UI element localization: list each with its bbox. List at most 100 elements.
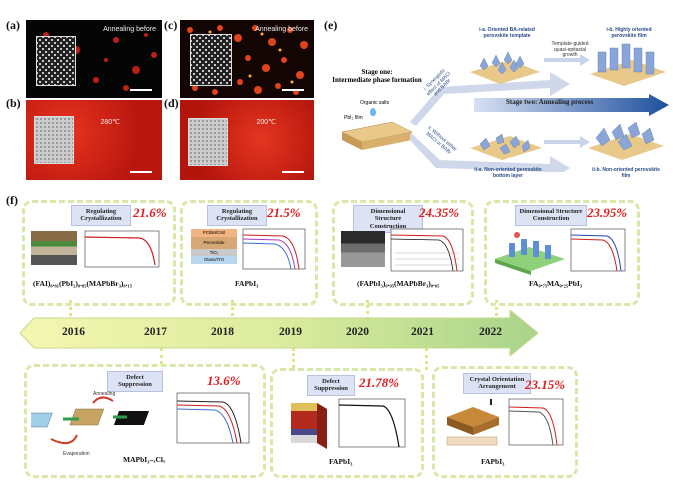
- composition-label: (FAPbI₃)₀.₉₅(MAPbBr₃)₀.₀₅: [357, 279, 440, 288]
- ii-b-label: ii-b. Non-oriented perovskite film: [592, 167, 660, 179]
- card-title: Defect Suppression: [307, 375, 355, 396]
- card-top-4: Dimensional Structure Construction 23.95…: [484, 200, 640, 306]
- annealing-label: Annealing: [93, 391, 116, 397]
- device-stack: PCBM/C60 Perovskite TiO₂ Glass/ITO: [191, 229, 237, 264]
- jv-curve-6: [338, 398, 406, 448]
- oriented-film-icon: [590, 43, 666, 86]
- efficiency-label: 21.6%: [133, 205, 167, 220]
- card-bottom-2: Defect Suppression 21.78% FAPbI₃: [270, 368, 424, 478]
- inset-image-c: [190, 34, 232, 86]
- connector-2019: [292, 348, 295, 374]
- composition-label: FA₀.₇₅MA₀.₂₅PbI₃: [529, 279, 583, 288]
- panel-e-label: (e): [324, 18, 338, 32]
- jv-curve-3: [390, 228, 464, 272]
- sem-image-a: Annealing before: [26, 20, 162, 98]
- inset-image-d: [188, 118, 228, 166]
- schematic-e: Stage one: Intermediate phase formation …: [324, 18, 669, 188]
- panel-f-label: (f): [6, 193, 18, 207]
- card-title: Regulating Crystallization: [71, 205, 131, 226]
- card-top-2: Regulating Crystallization 21.5% PCBM/C6…: [180, 200, 318, 306]
- jv-curve-7: [508, 398, 564, 446]
- card-top-1: Regulating Crystallization 21.6% (FAI)₀.…: [22, 200, 176, 306]
- composition-label: MAPbI₃₋ₓClₓ: [123, 455, 166, 464]
- card-title: Crystal Orientation Arrangement: [463, 373, 531, 394]
- year-2018: 2018: [211, 326, 234, 338]
- panel-b-label: (b): [6, 96, 21, 110]
- year-2016: 2016: [62, 326, 85, 338]
- stage-one-title: Stage one: Intermediate phase formation: [332, 68, 422, 85]
- card-title: Dimensional Structure Construction: [353, 205, 423, 234]
- connector-2022: [495, 300, 498, 328]
- efficiency-label: 13.6%: [207, 373, 241, 388]
- card-top-3: Dimensional Structure Construction 24.35…: [332, 200, 474, 306]
- panel-c-label: (c): [164, 18, 178, 32]
- connector-2018: [231, 300, 234, 328]
- inset-image-a: [36, 36, 76, 86]
- caption-b: 280℃: [100, 119, 120, 126]
- pbi2-film-icon: [342, 122, 412, 150]
- sem-image-c: Annealing before: [180, 20, 314, 98]
- composition-label: FAPbI₃: [481, 457, 505, 466]
- device-stack-icon: [291, 403, 327, 449]
- orientation-schematic: [446, 399, 499, 446]
- efficiency-label: 21.78%: [359, 375, 400, 390]
- scale-bar-c: [282, 89, 304, 91]
- sem-image-d: 200℃: [180, 100, 314, 180]
- layer-pcbm: PCBM/C60: [191, 229, 237, 237]
- jv-curve-2: [242, 228, 306, 270]
- jv-curve-5: [176, 392, 250, 444]
- jv-curve-4: [570, 228, 626, 272]
- grain-dots-texture: [187, 25, 308, 95]
- panel-d-label: (d): [164, 96, 179, 110]
- year-2017: 2017: [144, 326, 167, 338]
- efficiency-label: 21.5%: [267, 205, 301, 220]
- path-arrows: [410, 72, 570, 172]
- card-title: Defect Suppression: [107, 371, 163, 392]
- i-a-label: i-a. Oriented BA-related perovskite temp…: [479, 27, 535, 39]
- connector-2021: [425, 348, 428, 370]
- jv-curve-1: [84, 230, 160, 268]
- i-b-label: i-b. Highly oriented perovskite film: [606, 27, 652, 39]
- stage-two-label: Stage two: Annealing process: [506, 98, 594, 106]
- cross-section-image: [31, 231, 77, 265]
- card-bottom-3: Crystal Orientation Arrangement 23.15% F…: [432, 366, 578, 478]
- layer-perovskite: Perovskite: [191, 237, 237, 249]
- layer-glass: Glass/ITO: [191, 256, 237, 264]
- inset-image-b: [34, 116, 74, 164]
- structure-schematic: [495, 232, 565, 275]
- layer-tio2: TiO₂: [191, 249, 237, 256]
- stage-two-arrow: [474, 94, 669, 116]
- connector-2017: [160, 348, 163, 370]
- scale-bar-b: [130, 171, 152, 173]
- scale-bar-d: [282, 171, 304, 173]
- efficiency-label: 23.95%: [587, 205, 628, 220]
- connector-2020: [366, 300, 369, 326]
- cross-section-image: [341, 231, 385, 267]
- non-oriented-film-icon: [588, 121, 664, 160]
- composition-label: FAPbI₃: [235, 279, 259, 288]
- efficiency-label: 23.15%: [525, 377, 566, 392]
- year-2019: 2019: [279, 326, 302, 338]
- year-2020: 2020: [346, 326, 369, 338]
- caption-d: 200℃: [256, 119, 276, 126]
- template-label: Template-guided quasi-epitaxial growth: [551, 41, 589, 58]
- composition-label: FAPbI₃: [329, 457, 353, 466]
- caption-a: Annealing before: [103, 26, 156, 33]
- oriented-template-icon: [470, 51, 540, 84]
- card-title: Regulating Crystallization: [207, 205, 267, 226]
- droplet-icon: [370, 108, 376, 116]
- process-schematic: [31, 396, 149, 445]
- card-bottom-1: Defect Suppression 13.6% Annealing Evapo…: [24, 364, 266, 478]
- non-oriented-layer-icon: [470, 133, 542, 160]
- year-2022: 2022: [479, 326, 502, 338]
- non-oriented-arrow: [544, 136, 590, 148]
- sem-image-b: 280℃: [26, 100, 162, 180]
- composition-label: (FAI)₀.₈₁(PbI₂)₀.₈₅(MAPbBr₃)₀.₁₅: [33, 279, 132, 288]
- stage-one-line2: Intermediate phase formation: [332, 76, 422, 85]
- evaporation-label: Evaporation: [63, 451, 90, 457]
- card-title: Dimensional Structure Construction: [515, 205, 587, 226]
- panel-a-label: (a): [6, 18, 20, 32]
- template-arrow: [544, 54, 590, 66]
- stage-one-line1: Stage one:: [361, 68, 393, 76]
- timeline-arrow: [20, 310, 539, 356]
